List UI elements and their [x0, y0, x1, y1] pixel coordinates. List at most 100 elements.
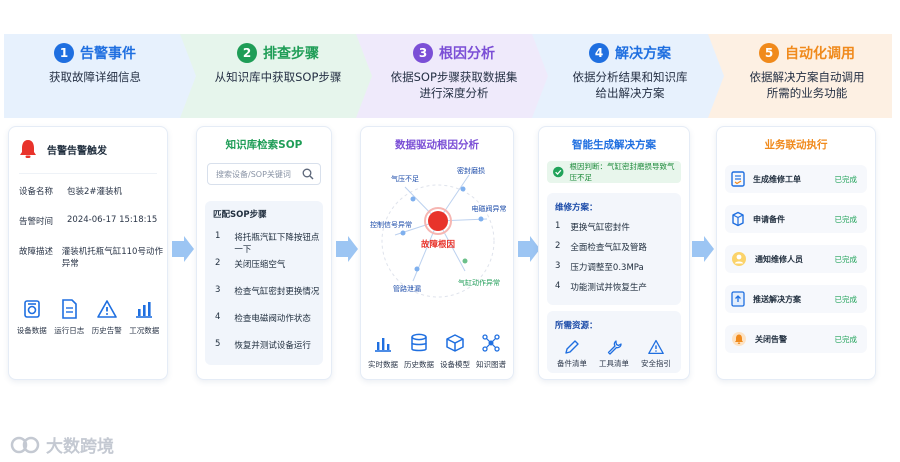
flow-arrow-icon: [518, 236, 540, 262]
info-row-desc: 故障描述灌装机托瓶气缸110号动作异常: [19, 247, 163, 269]
flow-arrow-icon: [692, 236, 714, 262]
tool-list-item[interactable]: 工具清单: [599, 339, 629, 369]
step-number: 4: [589, 43, 609, 63]
cause-node-label: 管路泄漏: [393, 284, 421, 293]
watermark-logo-icon: [10, 436, 40, 453]
watermark-text: 大数跨境: [46, 437, 114, 457]
work-data-item[interactable]: 工况数据: [129, 299, 159, 336]
wrench-icon: [607, 340, 622, 355]
cause-node-label: 气缸动作异常: [458, 278, 500, 287]
safety-guide-item[interactable]: 安全指引: [641, 339, 671, 369]
watermark: 大数跨境: [10, 432, 114, 457]
chevron-shape: [708, 34, 892, 118]
panel-title: 数据驱动根因分析: [395, 139, 479, 151]
step-number: 3: [413, 43, 433, 63]
resources-title: 所需资源：: [555, 321, 598, 331]
push-icon: [731, 291, 745, 307]
task-row[interactable]: 通知维修人员 已完成: [725, 245, 867, 273]
judgement-badge: 根因判断：气缸密封磨损导致气压不足: [547, 161, 681, 183]
step-desc: 依据解决方案自动调用: [749, 70, 865, 84]
search-input[interactable]: 搜索设备/SOP关键词: [207, 163, 321, 185]
graph-icon: [482, 334, 500, 352]
task-status: 已完成: [834, 294, 858, 304]
panel-title: 业务联动执行: [764, 139, 828, 151]
task-row[interactable]: 生成维修工单 已完成: [725, 165, 867, 193]
flow-arrow-icon: [336, 236, 358, 262]
resources-box: 所需资源： 备件清单 工具清单 安全指引: [547, 311, 681, 373]
task-name: 推送解决方案: [753, 294, 801, 304]
knowledge-graph-item[interactable]: 知识图谱: [476, 333, 506, 370]
device-data-item[interactable]: 设备数据: [17, 299, 47, 336]
history-alarm-item[interactable]: 历史告警: [92, 299, 122, 336]
task-status: 已完成: [834, 174, 858, 184]
task-status: 已完成: [834, 214, 858, 224]
check-circle-icon: [553, 166, 564, 178]
warning-icon: [96, 300, 117, 318]
run-log-item[interactable]: 运行日志: [54, 299, 84, 336]
history-data-item[interactable]: 历史数据: [404, 333, 434, 370]
step-title: 自动化调用: [785, 46, 855, 62]
task-status: 已完成: [834, 334, 858, 344]
step-desc: 从知识库中获取SOP步骤: [214, 70, 342, 84]
order-icon: [731, 171, 745, 187]
alarm-bell-icon: [20, 140, 36, 158]
execution-panel: 业务联动执行 生成维修工单 已完成 申请备件 已完成 通知维修人员 已完成 推送…: [716, 126, 876, 380]
task-status: 已完成: [834, 254, 858, 264]
info-row-device: 设备名称包装2#灌装机: [19, 187, 123, 197]
database-icon: [411, 333, 427, 352]
root-cause-panel: 数据驱动根因分析 故障根因 气压不足 密封磨损 电磁阀异常 气缸动作异常 管路泄…: [360, 126, 514, 380]
divider: [19, 173, 157, 174]
task-row[interactable]: 关闭告警 已完成: [725, 325, 867, 353]
step-number: 1: [54, 43, 74, 63]
flow-arrow-icon: [172, 236, 194, 262]
step-title: 解决方案: [615, 46, 671, 62]
resource-icons: 备件清单 工具清单 安全指引: [551, 339, 677, 369]
cause-node-label: 气压不足: [391, 174, 419, 183]
box-icon: [732, 211, 744, 227]
task-name: 通知维修人员: [755, 254, 803, 264]
chevron-shape: [4, 34, 200, 118]
repair-plan-title: 维修方案：: [555, 203, 598, 213]
search-icon[interactable]: [302, 168, 314, 180]
device-model-item[interactable]: 设备模型: [440, 333, 470, 370]
step-title: 告警事件: [80, 46, 136, 62]
task-name: 生成维修工单: [753, 174, 801, 184]
chevron-shape: [180, 34, 376, 118]
panel-title: 智能生成解决方案: [572, 139, 656, 151]
step-title: 根因分析: [439, 46, 495, 62]
step-desc: 依据分析结果和知识库: [572, 70, 688, 84]
step-desc: 依据SOP步骤获取数据集: [390, 70, 518, 84]
person-icon: [732, 252, 746, 266]
analysis-source-icons: 实时数据 历史数据 设备模型 知识图谱: [365, 333, 509, 370]
sop-list-title: 匹配SOP步骤: [213, 210, 267, 220]
bell-icon: [732, 332, 746, 346]
device-icon: [23, 300, 40, 318]
chevron-shape: [356, 34, 552, 118]
task-row[interactable]: 申请备件 已完成: [725, 205, 867, 233]
panel-title: 知识库检索SOP: [225, 139, 303, 151]
realtime-data-item[interactable]: 实时数据: [368, 333, 398, 370]
log-icon: [62, 299, 78, 319]
spare-list-item[interactable]: 备件清单: [557, 339, 587, 369]
chart-icon: [136, 302, 153, 318]
pen-icon: [565, 340, 579, 354]
warning-icon: [648, 339, 664, 355]
root-cause-node: [428, 211, 448, 231]
task-row[interactable]: 推送解决方案 已完成: [725, 285, 867, 313]
